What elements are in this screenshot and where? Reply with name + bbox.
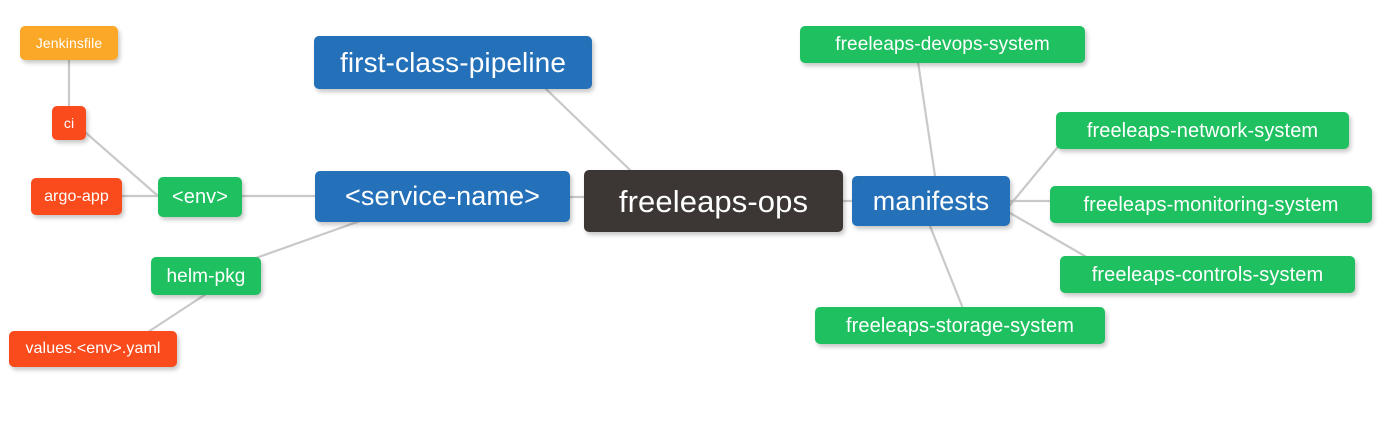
node-label-env: <env>	[171, 186, 229, 208]
node-manifests[interactable]: manifests	[852, 176, 1010, 226]
node-label-manifests: manifests	[872, 185, 990, 216]
node-freeleaps-ops[interactable]: freeleaps-ops	[584, 170, 843, 232]
node-devops-system[interactable]: freeleaps-devops-system	[800, 26, 1085, 63]
node-label-devops-system: freeleaps-devops-system	[835, 34, 1050, 55]
node-argo-app[interactable]: argo-app	[31, 178, 122, 215]
edge-helm-pkg-service-name	[254, 219, 362, 260]
node-label-network-system: freeleaps-network-system	[1086, 119, 1319, 142]
node-label-ci: ci	[63, 115, 75, 131]
node-jenkinsfile[interactable]: Jenkinsfile	[20, 26, 118, 60]
node-label-values-yaml: values.<env>.yaml	[25, 340, 161, 357]
node-label-service-name: <service-name>	[345, 181, 540, 211]
node-service-name[interactable]: <service-name>	[315, 171, 570, 222]
edge-first-class-pipeline-freeleaps-ops	[543, 86, 632, 172]
node-label-controls-system: freeleaps-controls-system	[1091, 263, 1324, 286]
node-controls-system[interactable]: freeleaps-controls-system	[1060, 256, 1355, 293]
node-monitoring-system[interactable]: freeleaps-monitoring-system	[1050, 186, 1372, 223]
node-label-first-class-pipeline: first-class-pipeline	[339, 46, 567, 78]
edge-manifests-storage-system	[928, 224, 964, 308]
node-label-jenkinsfile: Jenkinsfile	[35, 35, 103, 51]
node-values-yaml[interactable]: values.<env>.yaml	[9, 331, 177, 367]
node-ci[interactable]: ci	[52, 106, 86, 140]
edge-manifests-devops-system	[916, 60, 937, 178]
node-helm-pkg[interactable]: helm-pkg	[151, 257, 261, 295]
node-label-argo-app: argo-app	[44, 187, 109, 205]
node-label-freeleaps-ops: freeleaps-ops	[618, 183, 809, 219]
node-storage-system[interactable]: freeleaps-storage-system	[815, 307, 1105, 344]
node-label-helm-pkg: helm-pkg	[166, 265, 246, 287]
edge-values-yaml-helm-pkg	[146, 292, 208, 334]
node-env[interactable]: <env>	[158, 177, 242, 217]
node-network-system[interactable]: freeleaps-network-system	[1056, 112, 1349, 149]
node-label-monitoring-system: freeleaps-monitoring-system	[1083, 193, 1339, 216]
node-first-class-pipeline[interactable]: first-class-pipeline	[314, 36, 592, 89]
node-label-storage-system: freeleaps-storage-system	[845, 314, 1075, 337]
